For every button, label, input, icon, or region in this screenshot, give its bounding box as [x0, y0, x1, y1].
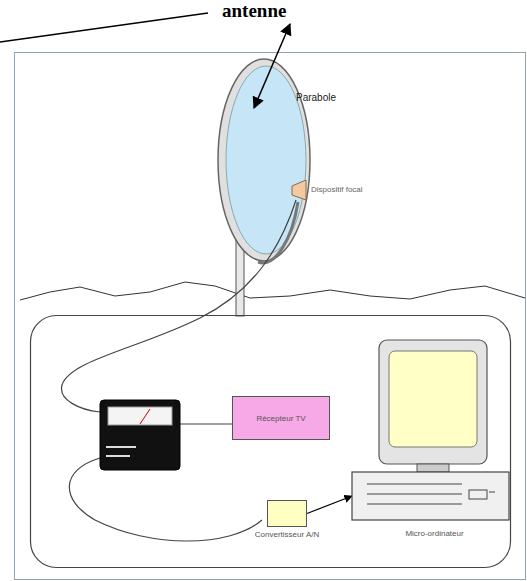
screen	[389, 351, 477, 447]
meter-needle	[140, 409, 150, 424]
cable	[62, 200, 296, 412]
focal-horn	[292, 180, 306, 200]
meter-dial	[108, 407, 172, 425]
monitor	[379, 340, 487, 464]
part-label: Dispositif focal	[311, 185, 363, 194]
computer-case	[352, 472, 509, 520]
drive-bay	[367, 494, 462, 495]
drive-slot	[489, 492, 495, 493]
pointer-arrow	[254, 24, 290, 108]
ground-line	[20, 282, 525, 300]
computer-drawing	[347, 336, 512, 526]
cable	[180, 423, 232, 424]
computer: Micro-ordinateur	[347, 336, 522, 538]
part-label: Parabole	[296, 92, 336, 103]
field-meter	[100, 400, 180, 470]
meter-marking	[106, 446, 136, 448]
drive-bay	[367, 484, 462, 485]
node-label: Micro-ordinateur	[347, 529, 522, 538]
monitor-stand	[417, 464, 449, 472]
part-label: antenne	[222, 0, 286, 22]
receiver-box: Récepteur TV	[232, 396, 330, 440]
node-label: Récepteur TV	[256, 414, 305, 423]
converter-box: Convertisseur A/N	[236, 500, 338, 539]
drive-bay	[367, 504, 462, 505]
meter-marking	[106, 455, 130, 457]
signal-arrow	[307, 496, 352, 514]
node-label: Convertisseur A/N	[236, 530, 338, 539]
converter-symbol	[267, 500, 307, 527]
leader-line	[0, 13, 208, 42]
frame	[15, 53, 526, 580]
drive-slot	[469, 490, 487, 499]
dish-rim	[218, 59, 310, 261]
